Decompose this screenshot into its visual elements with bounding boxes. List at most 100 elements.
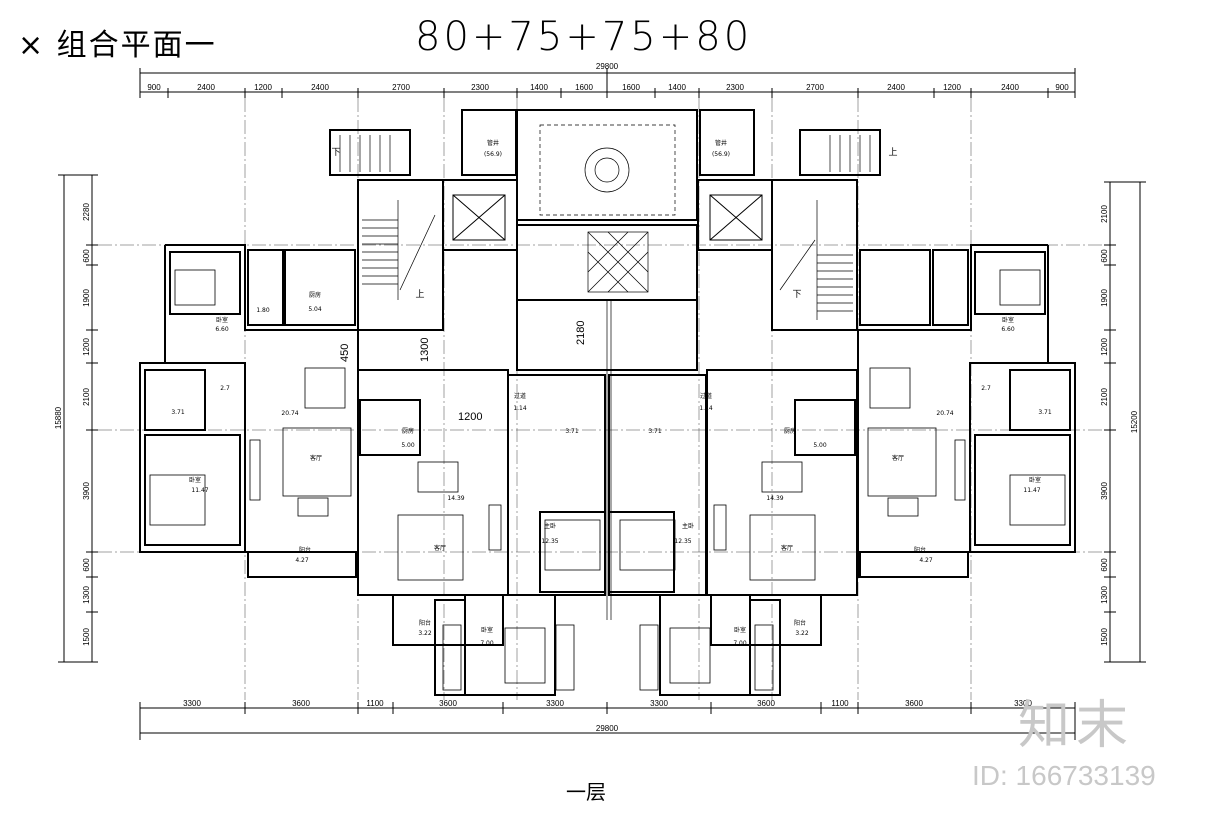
dim-top-8: 1600 bbox=[575, 83, 593, 92]
dim-bottom-8: 1100 bbox=[831, 699, 849, 708]
room-dining-rc-area: 14.39 bbox=[766, 495, 783, 502]
dim-top-11: 2300 bbox=[726, 83, 744, 92]
room-master-rc-name: 主卧 bbox=[682, 522, 694, 530]
room-balcony-ll-area: 4.27 bbox=[295, 557, 309, 564]
center-left-unit-walls bbox=[357, 369, 606, 696]
top-ticks bbox=[139, 68, 1076, 98]
entry-stair-left bbox=[339, 135, 391, 172]
dim-inner-450: 450 bbox=[339, 344, 351, 362]
room-bedroom-lc-area: 7.00 bbox=[480, 640, 494, 647]
dim-right-4: 1200 bbox=[1100, 338, 1109, 356]
dim-top-1: 900 bbox=[147, 83, 161, 92]
room-living-lc-name: 客厅 bbox=[434, 544, 446, 552]
stair-left bbox=[362, 200, 436, 300]
dim-top-12: 2700 bbox=[806, 83, 824, 92]
dim-inner-2180: 2180 bbox=[575, 321, 587, 345]
dim-top-5: 2700 bbox=[392, 83, 410, 92]
room-living-l-name: 客厅 bbox=[310, 454, 322, 462]
dim-total-top: 29800 bbox=[596, 62, 619, 71]
room-bedroom-lc-name: 卧室 bbox=[481, 626, 493, 634]
dim-top-2: 2400 bbox=[197, 83, 215, 92]
room-pipe-r-name: 管井 bbox=[715, 139, 727, 147]
room-living-r-name: 客厅 bbox=[892, 454, 904, 462]
room-storage-ul-area: 1.80 bbox=[256, 307, 270, 314]
room-kitchen-rc-area: 5.00 bbox=[813, 442, 827, 449]
dim-top-13: 2400 bbox=[887, 83, 905, 92]
stair-up-right: 上 bbox=[888, 147, 897, 158]
dim-top-9: 1600 bbox=[622, 83, 640, 92]
dim-left-7: 600 bbox=[82, 558, 91, 572]
room-kitchen-ul-area: 5.04 bbox=[308, 306, 322, 313]
dim-right-5: 2100 bbox=[1100, 388, 1109, 406]
room-kitchen-rc-name: 厨房 bbox=[784, 427, 796, 435]
watermark-id: ID: 166733139 bbox=[972, 760, 1156, 791]
dim-bottom-3: 1100 bbox=[366, 699, 384, 708]
room-corridor-lc-area: 1.14 bbox=[513, 405, 527, 412]
dim-total-bottom: 29800 bbox=[596, 724, 619, 733]
watermark-logo: 知末 bbox=[1018, 696, 1135, 756]
elevator-left bbox=[452, 194, 506, 241]
room-bedroom-ur-area: 6.60 bbox=[1001, 326, 1015, 333]
room-bedroom-rc-area: 7.00 bbox=[733, 640, 747, 647]
room-balcony-lr-name: 阳台 bbox=[914, 546, 926, 554]
room-balcony-rc-name: 阳台 bbox=[794, 619, 806, 627]
dim-left-1: 2280 bbox=[82, 203, 91, 221]
dim-left-5: 2100 bbox=[82, 388, 91, 406]
entry-stair-right bbox=[829, 135, 871, 172]
dim-left-3: 1900 bbox=[82, 289, 91, 307]
room-wc-r-area: 3.71 bbox=[1038, 409, 1052, 416]
dim-left-4: 1200 bbox=[82, 338, 91, 356]
room-balcony-lc-name: 阳台 bbox=[419, 619, 431, 627]
room-kitchen-lc-area: 5.00 bbox=[401, 442, 415, 449]
dim-left-total: 15880 bbox=[54, 406, 63, 429]
room-living-l-area: 20.74 bbox=[281, 410, 298, 417]
room-bedroom-ul-name: 卧室 bbox=[216, 316, 228, 324]
dim-bottom-9: 3600 bbox=[905, 699, 923, 708]
dim-bottom-7: 3600 bbox=[757, 699, 775, 708]
dim-right-9: 1500 bbox=[1100, 628, 1109, 646]
floor-label: 一层 bbox=[566, 780, 606, 804]
room-living-rc-name: 客厅 bbox=[781, 544, 793, 552]
room-master-rc-area: 12.35 bbox=[674, 538, 691, 545]
room-master-lc-area: 12.35 bbox=[541, 538, 558, 545]
dim-right-total: 15200 bbox=[1130, 410, 1139, 433]
dim-top-6: 2300 bbox=[471, 83, 489, 92]
furniture bbox=[149, 269, 1066, 684]
room-wc-rc-area: 3.71 bbox=[648, 428, 662, 435]
room-balcony-rc-area: 3.22 bbox=[795, 630, 809, 637]
room-pipe-l-name: 管井 bbox=[487, 139, 499, 147]
dim-right-6: 3900 bbox=[1100, 482, 1109, 500]
room-wc2-r-area: 2.7 bbox=[981, 385, 991, 392]
dim-top-15: 2400 bbox=[1001, 83, 1019, 92]
room-balcony-lc-area: 3.22 bbox=[418, 630, 432, 637]
room-balcony-ll-name: 阳台 bbox=[299, 546, 311, 554]
dim-right-1: 2100 bbox=[1100, 205, 1109, 223]
bottom-planters bbox=[442, 624, 774, 691]
dim-right-3: 1900 bbox=[1100, 289, 1109, 307]
dim-left-9: 1500 bbox=[82, 628, 91, 646]
axis-lines bbox=[98, 98, 1104, 700]
room-bedroom-ul-area: 6.60 bbox=[215, 326, 229, 333]
room-wc2-l-area: 2.7 bbox=[220, 385, 230, 392]
right-unit-walls bbox=[857, 244, 1076, 578]
room-wc-lc-area: 3.71 bbox=[565, 428, 579, 435]
dim-inner-1300: 1300 bbox=[419, 338, 431, 362]
room-corridor-rc-name: 过道 bbox=[700, 392, 712, 400]
dim-bottom-5: 3300 bbox=[546, 699, 564, 708]
dim-top-7: 1400 bbox=[530, 83, 548, 92]
dim-top-16: 900 bbox=[1055, 83, 1069, 92]
room-bedroom-lr-area: 11.47 bbox=[1023, 487, 1040, 494]
drawing-title: × 组合平面一 bbox=[18, 28, 217, 63]
room-bedroom-rc-name: 卧室 bbox=[734, 626, 746, 634]
elevator-right bbox=[709, 194, 763, 241]
room-bedroom-lr-name: 卧室 bbox=[1029, 476, 1041, 484]
room-kitchen-lc-name: 厨房 bbox=[402, 427, 414, 435]
dim-right-7: 600 bbox=[1100, 558, 1109, 572]
dim-top-10: 1400 bbox=[668, 83, 686, 92]
room-corridor-rc-area: 1.14 bbox=[699, 405, 713, 412]
dim-bottom-2: 3600 bbox=[292, 699, 310, 708]
dim-inner-1200: 1200 bbox=[458, 411, 482, 423]
room-bedroom-ur-name: 卧室 bbox=[1002, 316, 1014, 324]
dim-top-14: 1200 bbox=[943, 83, 961, 92]
